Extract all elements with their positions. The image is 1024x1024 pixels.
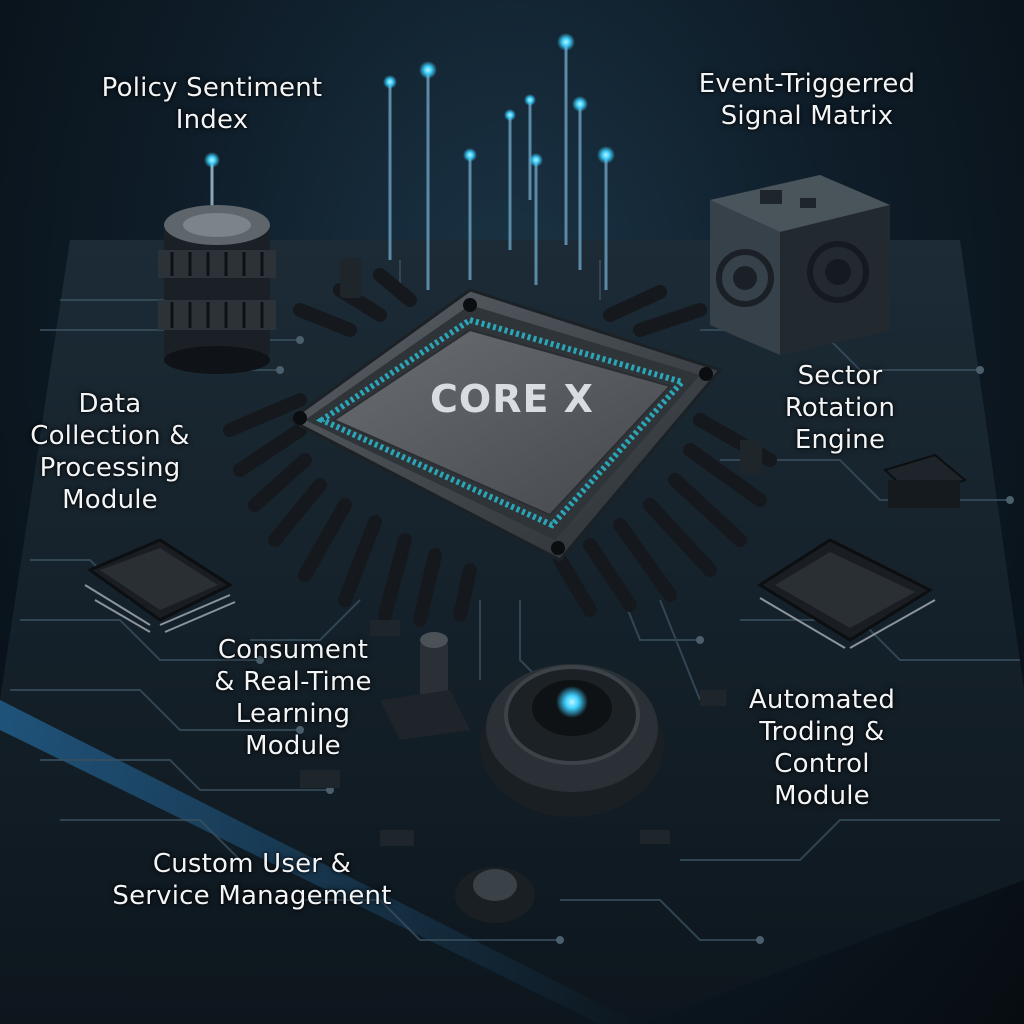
misc-components	[300, 258, 762, 846]
circuit-board	[0, 240, 1024, 1024]
small-chip-left	[84, 538, 236, 633]
label-automated-trading-module: Automated Troding & Control Module	[748, 685, 896, 811]
label-data-collection-module: Data Collection & Processing Module	[30, 389, 190, 515]
signal-matrix-cube-component	[710, 175, 890, 355]
small-chip-right	[757, 538, 936, 649]
chip-label: CORE X	[430, 377, 594, 421]
light-probes	[388, 42, 608, 290]
core-x-chip: CORE X	[223, 268, 777, 627]
label-custom-user-service-management: Custom User & Service Management	[112, 849, 392, 911]
push-button-component	[455, 867, 535, 923]
switch-component	[380, 632, 470, 740]
sentiment-cylinder-component	[158, 152, 276, 374]
board-edge-glow	[0, 700, 640, 1024]
label-consument-learning-module: Consument & Real-Time Learning Module	[214, 635, 372, 761]
probe-glows	[383, 33, 615, 167]
connector-component	[883, 453, 967, 508]
lens-sensor-component	[480, 664, 664, 817]
chip-mount-holes	[293, 298, 713, 555]
label-sector-rotation-engine: Sector Rotation Engine	[784, 361, 896, 455]
label-event-triggered-signal-matrix: Event-Triggerred Signal Matrix	[698, 69, 916, 131]
label-policy-sentiment-index: Policy Sentiment Index	[101, 73, 323, 135]
